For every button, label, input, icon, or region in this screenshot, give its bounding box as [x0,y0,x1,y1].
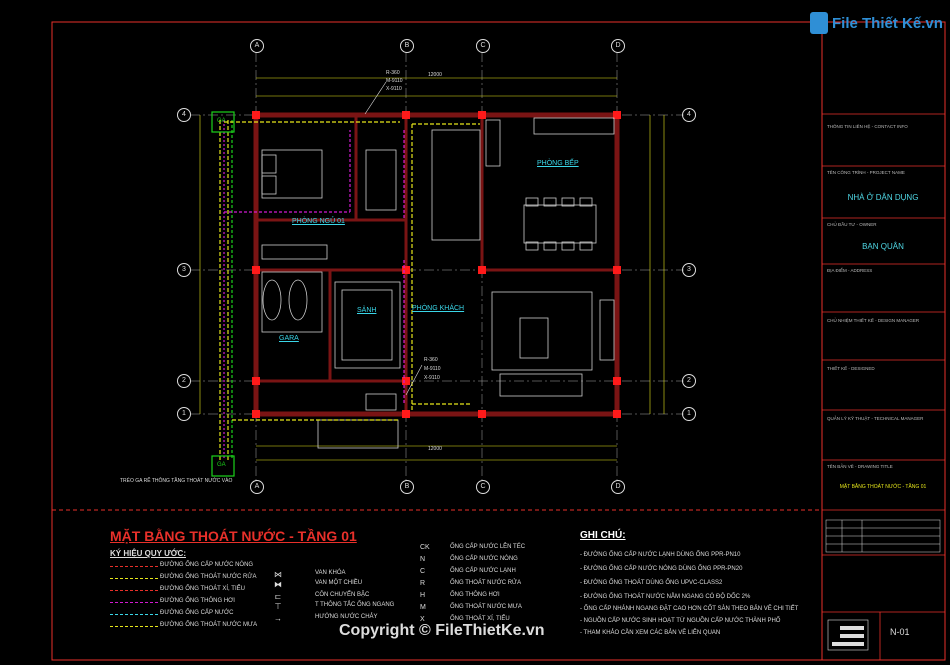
legend-symbol: ⋈VAN KHÓA [270,570,390,580]
legend-frame [51,509,823,661]
note-item: - ĐƯỜNG ỐNG CẤP NƯỚC NÓNG DÙNG ỐNG PPR-P… [580,566,743,572]
ga-label-bottom: GA [217,462,226,468]
pipe-tag-top-3: X-9110 [386,86,402,92]
logo-text: File Thiết Kế.vn [832,15,943,32]
tb-label-drawing-title: TÊN BẢN VẼ - DRAWING TITLE [827,464,893,469]
dim-top: 12000 [428,72,442,78]
note-item: - ĐƯỜNG ỐNG CẤP NƯỚC LẠNH DÙNG ỐNG PPR-P… [580,552,741,558]
grid-bubble-2-right: 2 [682,374,696,388]
room-label-bep: PHÒNG BẾP [537,160,579,167]
grid-bubble-3-left: 3 [177,263,191,277]
tb-label-address: ĐỊA ĐIỂM - ADDRESS [827,268,873,273]
note-item: - ỐNG CẤP NHÁNH NGANG ĐẶT CAO HƠN CỐT SÀ… [580,606,799,612]
dimension-lines [199,77,665,461]
grid-bubble-D-bot: D [611,480,625,494]
legend-item: ĐƯỜNG ỐNG THOÁT NƯỚC MƯA [110,622,290,632]
grid-bubble-1-left: 1 [177,407,191,421]
interior-walls [256,115,617,414]
legend-symbol: ⊤T THÔNG TẮC ỐNG NGANG [270,602,395,612]
pipe-tag-bot-3: X-9110 [424,375,440,381]
legend-item: ĐƯỜNG ỐNG THOÁT XÍ, TIỂU [110,586,290,596]
pipe-tag-top-1: R-360 [386,70,400,76]
ga-label-top: GA [217,118,226,124]
drain-pipes [219,120,480,460]
grid-bubble-B-bot: B [400,480,414,494]
legend-symbol: →HƯỚNG NƯỚC CHẢY [270,614,390,624]
grid-bubble-C-top: C [476,39,490,53]
legend-item: ĐƯỜNG ỐNG THOÁT NƯỚC RỬA [110,574,290,584]
grid-bubble-A-bot: A [250,480,264,494]
tb-value-owner: BẠN QUÂN [862,242,904,251]
note-item: - THAM KHẢO CẦN XEM CÁC BẢN VẼ LIÊN QUAN [580,630,721,636]
ga-note: TRÉO GA RẼ THÔNG TẦNG THOÁT NƯỚC VÀO [120,478,233,484]
grid-bubble-4-left: 4 [177,108,191,122]
furniture [261,117,615,449]
leader-lines [364,81,423,396]
grid-bubble-4-right: 4 [682,108,696,122]
site-logo[interactable]: File Thiết Kế.vn [810,12,943,38]
tb-label-technical: QUẢN LÝ KỸ THUẬT - TECHNICAL MANAGER [827,416,924,421]
pipe-tag-top-2: M-9110 [386,78,403,84]
tb-value-drawing-title: MẶT BẰNG THOÁT NƯỚC - TẦNG 01 [839,484,927,490]
revision-table [825,519,941,553]
grid-bubble-1-right: 1 [682,407,696,421]
file-logo-icon [810,12,828,34]
sheet-number: N-01 [890,627,910,637]
tb-label-contact: THÔNG TIN LIÊN HỆ - CONTACT INFO [827,124,908,129]
check-valve-icon: ⧓ [274,580,282,589]
tb-value-project: NHÀ Ở DÂN DỤNG [847,193,919,202]
title-block-lines [822,113,945,660]
room-label-sanh: SẢNH [357,307,377,314]
grid-bubble-3-right: 3 [682,263,696,277]
legend-heading: KÝ HIỆU QUY ƯỚC: [110,549,186,558]
tb-label-manager: CHỦ NHIỆM THIẾT KẾ - DESIGN MANAGER [827,318,920,323]
grid-bubble-2-left: 2 [177,374,191,388]
grid-bubble-A-top: A [250,39,264,53]
legend-item: ĐƯỜNG ỐNG CẤP NƯỚC [110,610,290,620]
note-item: - ĐƯỜNG ỐNG THOÁT DÙNG ỐNG UPVC-CLASS2 [580,580,723,586]
valve-icon: ⋈ [274,570,282,579]
grid-bubble-C-bot: C [476,480,490,494]
tb-label-project: TÊN CÔNG TRÌNH - PROJECT NAME [827,170,905,175]
copyright-watermark: Copyright © FileThietKe.vn [339,622,545,639]
building-walls [253,112,620,417]
note-item: - ĐƯỜNG ỐNG THOÁT NƯỚC NẰM NGANG CÓ ĐỘ D… [580,594,751,600]
flow-arrow-icon: → [274,614,282,623]
dim-bottom: 12000 [428,446,442,452]
tb-label-owner: CHỦ ĐẦU TƯ - OWNER [827,222,877,227]
room-label-khach: PHÒNG KHÁCH [412,305,465,312]
sheet-frame [51,21,946,661]
ga-boxes [211,111,235,477]
structural-columns [252,111,621,418]
grid-bubble-B-top: B [400,39,414,53]
tb-label-designer: THIẾT KẾ - DESIGNED [827,366,875,371]
legend-item: ĐƯỜNG ỐNG CẤP NƯỚC NÓNG [110,562,290,572]
reducer-icon: ⊏ [274,592,282,601]
tee-icon: ⊤ [274,602,282,611]
pipe-tag-bot-2: M-9110 [424,366,441,372]
note-item: - NGUỒN CẤP NƯỚC SINH HOẠT TỪ NGUỒN CẤP … [580,618,781,624]
room-label-gara: GARA [279,335,299,342]
room-label-ngu: PHÒNG NGỦ 01 [292,218,345,225]
notes-heading: GHI CHÚ: [580,530,626,541]
legend-symbol: ⊏CÔN CHUYỂN BẬC [270,592,390,602]
company-stamp [827,619,869,651]
drawing-title: MẶT BẰNG THOÁT NƯỚC - TẦNG 01 [110,528,357,544]
grid-bubble-D-top: D [611,39,625,53]
legend-item: ĐƯỜNG ỐNG THÔNG HƠI [110,598,290,608]
legend-symbol: ⧓VAN MỘT CHIỀU [270,580,390,590]
pipe-tag-bot-1: R-360 [424,357,438,363]
